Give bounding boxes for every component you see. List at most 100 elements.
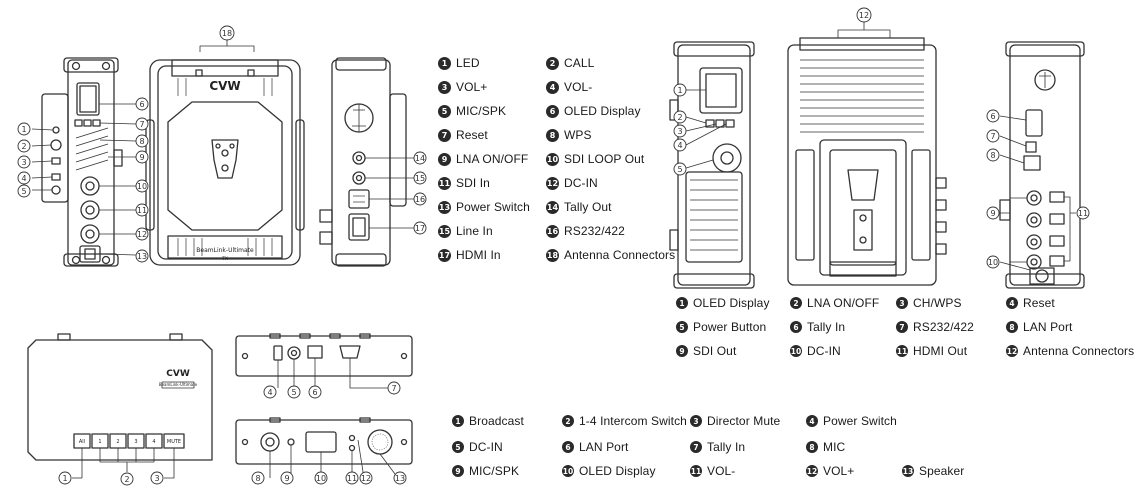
svg-text:10: 10 bbox=[137, 182, 147, 191]
svg-text:12: 12 bbox=[859, 11, 869, 20]
legend-label: CALL bbox=[564, 56, 595, 70]
tx-callout-18: 18 bbox=[219, 25, 235, 41]
number-badge: 4 bbox=[546, 80, 559, 94]
console-button-mute: MUTE bbox=[167, 439, 181, 445]
tx-callout-3: 3 bbox=[17, 155, 31, 169]
legend-label: Tally Out bbox=[564, 200, 612, 214]
svg-text:5: 5 bbox=[21, 187, 26, 196]
legend-label: DC-IN bbox=[807, 344, 841, 358]
tx-back-view bbox=[145, 59, 305, 266]
tx-callout-14: 14 bbox=[413, 151, 427, 165]
base-front-panel bbox=[235, 417, 413, 465]
number-badge: 5 bbox=[452, 441, 464, 453]
tx-legend-item: 12 DC-IN bbox=[546, 176, 598, 190]
rx-ports-view bbox=[999, 41, 1085, 289]
tx-brand-logo: CVW bbox=[209, 79, 240, 93]
tx-callout-15: 15 bbox=[413, 171, 427, 185]
number-badge: 1 bbox=[676, 297, 688, 309]
number-badge: 2 bbox=[562, 415, 574, 427]
tx-callout-7: 7 bbox=[135, 117, 149, 131]
tx-right-side-view bbox=[319, 57, 407, 267]
base-callout-8: 8 bbox=[251, 471, 265, 485]
legend-label: 1-4 Intercom Switch bbox=[579, 414, 687, 428]
svg-text:5: 5 bbox=[291, 388, 296, 397]
rx-callout-12: 12 bbox=[856, 7, 872, 23]
base-callout-5: 5 bbox=[287, 385, 301, 399]
legend-label: Tally In bbox=[707, 440, 746, 454]
svg-text:2: 2 bbox=[124, 475, 129, 484]
number-badge: 10 bbox=[790, 345, 802, 357]
number-badge: 16 bbox=[546, 224, 559, 238]
rx-callout-1: 1 bbox=[673, 83, 687, 97]
legend-label: Tally In bbox=[807, 320, 846, 334]
number-badge: 8 bbox=[1006, 321, 1018, 333]
base-brand-logo: CVW bbox=[166, 369, 190, 379]
legend-label: DC-IN bbox=[564, 176, 598, 190]
tx-callout-9: 9 bbox=[135, 150, 149, 164]
number-badge: 12 bbox=[546, 176, 559, 190]
tx-callout-17: 17 bbox=[413, 221, 427, 235]
legend-label: Power Switch bbox=[456, 200, 530, 214]
number-badge: 8 bbox=[546, 128, 559, 142]
base-legend-item: 2 1-4 Intercom Switch bbox=[562, 414, 687, 428]
number-badge: 3 bbox=[690, 415, 702, 427]
number-badge: 9 bbox=[438, 152, 451, 166]
number-badge: 10 bbox=[546, 152, 559, 166]
tx-callout-11: 11 bbox=[135, 203, 149, 217]
svg-text:7: 7 bbox=[391, 384, 396, 393]
number-badge: 9 bbox=[676, 345, 688, 357]
svg-text:3: 3 bbox=[677, 127, 682, 136]
legend-label: RS232/422 bbox=[564, 224, 625, 238]
svg-text:1: 1 bbox=[677, 86, 682, 95]
console-button-3: 3 bbox=[134, 439, 137, 445]
number-badge: 13 bbox=[902, 465, 914, 477]
tx-legend-item: 16 RS232/422 bbox=[546, 224, 625, 238]
number-badge: 4 bbox=[806, 415, 818, 427]
number-badge: 17 bbox=[438, 248, 451, 262]
rx-callout-8: 8 bbox=[986, 148, 1000, 162]
number-badge: 7 bbox=[896, 321, 908, 333]
svg-text:4: 4 bbox=[21, 174, 26, 183]
legend-label: MIC bbox=[823, 440, 846, 454]
svg-text:8: 8 bbox=[139, 137, 144, 146]
number-badge: 18 bbox=[546, 248, 559, 262]
tx-callout-12: 12 bbox=[135, 227, 149, 241]
legend-label: HDMI Out bbox=[913, 344, 968, 358]
tx-callout-16: 16 bbox=[413, 192, 427, 206]
number-badge: 12 bbox=[1006, 345, 1018, 357]
legend-label: CH/WPS bbox=[913, 296, 962, 310]
number-badge: 5 bbox=[438, 104, 451, 118]
tx-side-view bbox=[41, 57, 123, 267]
number-badge: 12 bbox=[806, 465, 818, 477]
rx-callout-11: 11 bbox=[1076, 206, 1090, 220]
svg-text:5: 5 bbox=[677, 165, 682, 174]
svg-text:4: 4 bbox=[267, 388, 272, 397]
legend-label: LNA ON/OFF bbox=[456, 152, 529, 166]
console-button-1: 1 bbox=[98, 439, 101, 445]
svg-text:1: 1 bbox=[21, 125, 26, 134]
legend-label: Reset bbox=[456, 128, 488, 142]
svg-text:8: 8 bbox=[990, 151, 995, 160]
base-callout-7: 7 bbox=[387, 381, 401, 395]
legend-label: OLED Display bbox=[579, 464, 656, 478]
base-product-label: BeamLink-Ultimate bbox=[159, 382, 198, 387]
legend-label: Reset bbox=[1023, 296, 1055, 310]
tx-callout-4: 4 bbox=[17, 171, 31, 185]
